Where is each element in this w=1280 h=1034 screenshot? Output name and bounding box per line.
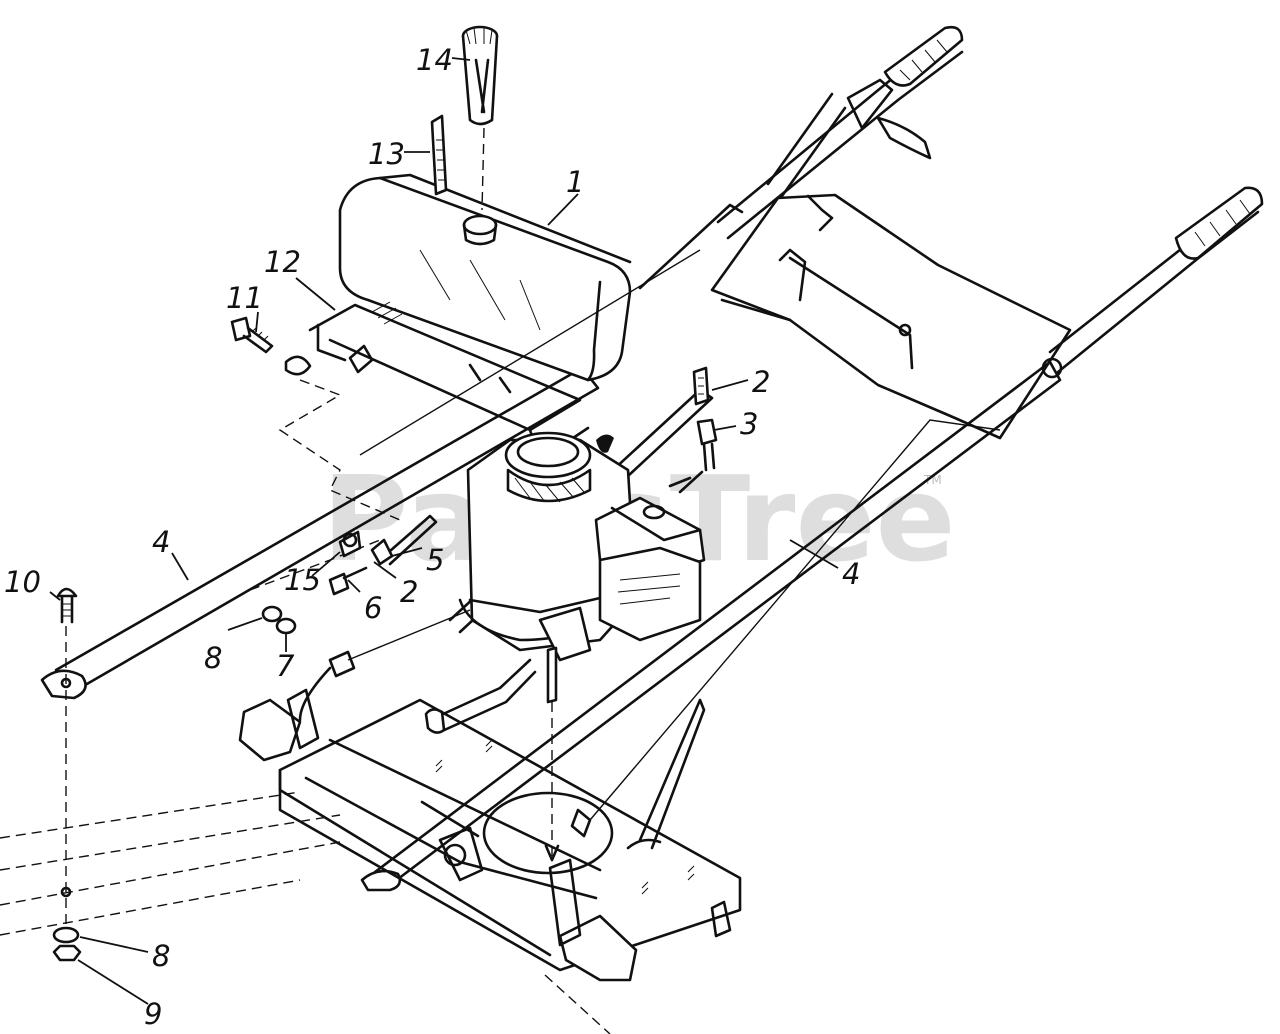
leader-lines [49, 57, 839, 1005]
callout-12: 12 [264, 245, 301, 279]
callout-6: 6 [364, 591, 382, 625]
cable-clamp-15 [338, 530, 362, 558]
bolt-11 [230, 316, 274, 354]
callout-2-lower: 2 [400, 575, 418, 609]
callout-7: 7 [276, 649, 295, 683]
ground-dashed-lines [0, 791, 611, 1034]
gas-cap [461, 25, 499, 126]
engine-shaft-arrow [544, 844, 560, 862]
screw-6 [328, 566, 368, 596]
watermark-trademark: TM [923, 473, 942, 487]
lockwasher-7 [275, 617, 297, 635]
callout-15: 15 [284, 563, 321, 597]
washer-8-lower [52, 926, 80, 944]
callout-4-left: 4 [152, 525, 170, 559]
rear-handle [716, 25, 964, 240]
tank-strap [430, 114, 448, 196]
throttle-cable [298, 666, 332, 722]
callout-8-lower: 8 [152, 939, 170, 973]
engine-link [428, 658, 537, 734]
cable-fitting [328, 650, 356, 678]
spark-plug [696, 418, 718, 472]
fuel-tank [338, 173, 632, 382]
engine [458, 431, 706, 704]
callout-9: 9 [144, 997, 162, 1031]
callout-5: 5 [426, 543, 444, 577]
upper-frame [638, 193, 1072, 440]
callout-3: 3 [740, 407, 758, 441]
callout-10: 10 [4, 565, 41, 599]
clip [284, 355, 312, 376]
washer-8-upper [261, 605, 283, 623]
hex-nut-9 [52, 944, 82, 962]
callout-13: 13 [368, 137, 405, 171]
bolt-hole [60, 886, 72, 898]
callout-8-upper: 8 [204, 641, 222, 675]
callout-4-right: 4 [842, 557, 860, 591]
bracket-dashed-guide [278, 379, 401, 521]
callout-14: 14 [416, 43, 453, 77]
carriage-bolt-10 [56, 587, 78, 624]
spark-plug-boot [692, 366, 710, 406]
tine-deck [238, 688, 742, 982]
control-cable [589, 419, 1001, 821]
callout-1: 1 [566, 165, 584, 199]
front-handle [1048, 186, 1264, 374]
callout-2-upper: 2 [752, 365, 770, 399]
cap-dashed-guide [481, 127, 485, 211]
callout-11: 11 [226, 281, 263, 315]
